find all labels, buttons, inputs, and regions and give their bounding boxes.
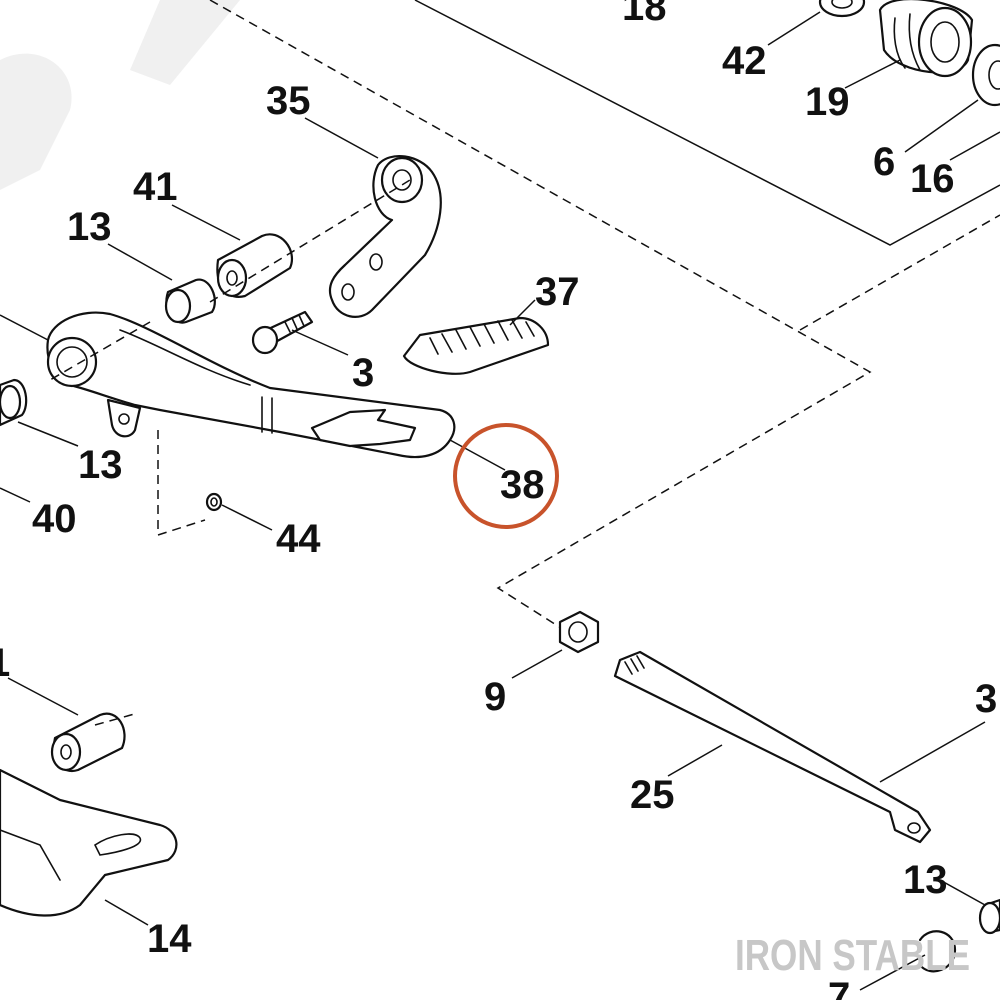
callout-14: 14 bbox=[147, 917, 192, 961]
leader-25 bbox=[667, 744, 723, 777]
part-13-bushing-upper bbox=[164, 278, 216, 324]
part-14-bracket-plate bbox=[0, 768, 178, 917]
part-37-pedal-pad bbox=[402, 316, 550, 375]
leader-41b bbox=[7, 677, 79, 716]
callout-37: 37 bbox=[535, 270, 580, 314]
part-3-bolt-upper bbox=[251, 310, 314, 355]
leader-35 bbox=[304, 117, 379, 159]
leader-7 bbox=[859, 954, 926, 991]
axis-line-sleeve bbox=[94, 712, 139, 726]
callout-3b: 3 bbox=[975, 677, 997, 721]
leader-19 bbox=[844, 59, 901, 89]
part-35-link-arm bbox=[328, 155, 442, 318]
callout-38: 38 bbox=[500, 463, 545, 507]
part-7-clip bbox=[918, 930, 957, 973]
leader-6 bbox=[904, 99, 979, 153]
leader-13c bbox=[939, 879, 986, 906]
callout-40: 40 bbox=[32, 497, 77, 541]
callout-13b: 13 bbox=[78, 443, 123, 487]
leader-3b bbox=[879, 721, 986, 783]
leader-13b bbox=[17, 421, 79, 447]
axis-line-upper bbox=[209, 179, 411, 303]
callout-41a: 41 bbox=[133, 165, 178, 209]
leader-16 bbox=[949, 131, 1000, 161]
axis-line-lower bbox=[49, 321, 151, 381]
leader-40-top bbox=[0, 314, 49, 341]
callout-19: 19 bbox=[805, 80, 850, 124]
part-25-shift-rod bbox=[613, 650, 932, 844]
part-6-washer bbox=[971, 43, 1000, 107]
part-41-sleeve bbox=[216, 233, 293, 298]
part-42-washer bbox=[818, 0, 866, 18]
leader-40 bbox=[0, 487, 31, 503]
leader-37 bbox=[509, 299, 536, 326]
callout-9: 9 bbox=[484, 675, 506, 719]
part-9-nut bbox=[558, 610, 600, 654]
pedal-boundary-dashed bbox=[157, 430, 206, 537]
callout-18: 18 bbox=[622, 0, 667, 29]
callout-13a: 13 bbox=[67, 205, 112, 249]
callout-16: 16 bbox=[910, 157, 955, 201]
leader-9 bbox=[511, 649, 563, 679]
part-44-clip bbox=[205, 492, 223, 512]
part-41-sleeve-lower bbox=[50, 712, 126, 773]
callout-13c: 13 bbox=[903, 858, 948, 902]
callout-6: 6 bbox=[873, 140, 895, 184]
callout-41b: 1 bbox=[0, 641, 10, 685]
callout-44: 44 bbox=[276, 517, 321, 561]
background-watermark-shape-2 bbox=[130, 0, 240, 85]
part-13-bushing-left bbox=[0, 378, 28, 427]
watermark-text: IRON STABLE bbox=[735, 931, 970, 980]
highlight-circle-38 bbox=[453, 423, 559, 529]
part-13-bushing-lower-right bbox=[978, 898, 1000, 935]
callout-35: 35 bbox=[266, 79, 311, 123]
callout-25: 25 bbox=[630, 773, 675, 817]
part-38-brake-pedal-lever bbox=[46, 311, 456, 459]
upper-right-dashed bbox=[799, 214, 1000, 331]
leader-3a bbox=[291, 329, 349, 356]
background-watermark-shape bbox=[0, 53, 72, 191]
assembly-boundary-dashed bbox=[209, 0, 872, 641]
leader-41a bbox=[171, 204, 241, 241]
callout-7: 7 bbox=[828, 975, 850, 1000]
upper-right-box bbox=[414, 0, 1000, 246]
callout-3a: 3 bbox=[352, 351, 374, 395]
leader-38 bbox=[449, 439, 506, 471]
part-19-bushing bbox=[878, 0, 974, 78]
leader-13a bbox=[107, 243, 173, 281]
leader-44 bbox=[221, 504, 273, 531]
callout-42: 42 bbox=[722, 39, 767, 83]
leader-42 bbox=[767, 11, 821, 46]
leader-14 bbox=[104, 899, 149, 926]
